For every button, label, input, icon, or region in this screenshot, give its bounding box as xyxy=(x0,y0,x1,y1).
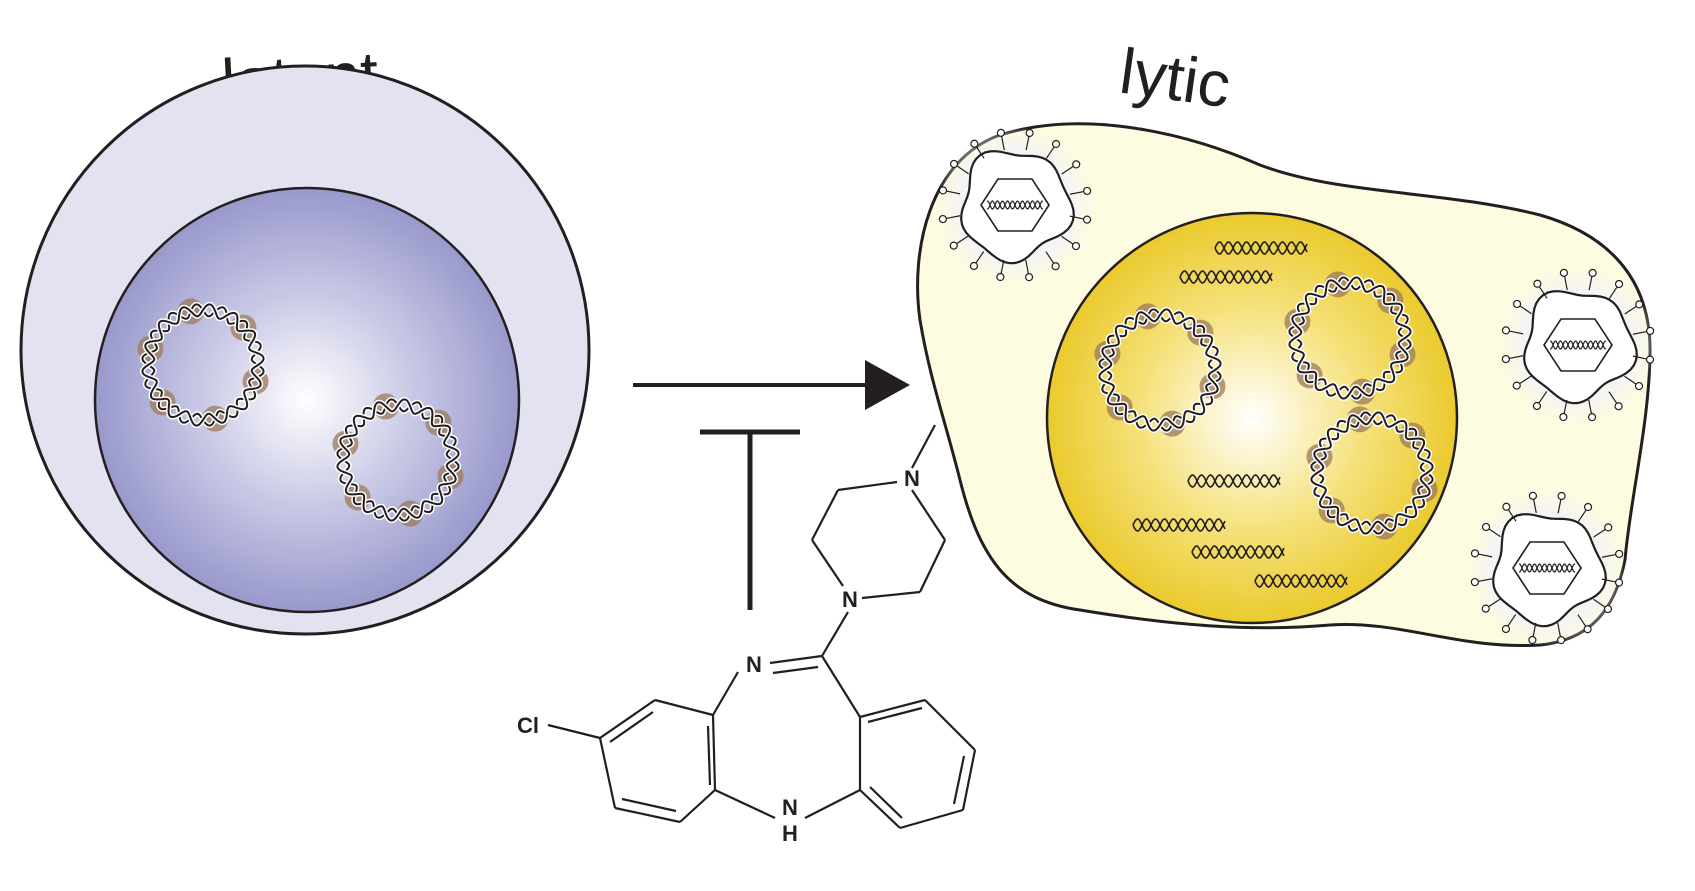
atom-nh-n: N xyxy=(782,795,798,820)
glycoprotein-spike xyxy=(1082,215,1092,224)
glycoprotein-spike xyxy=(1501,326,1511,335)
glycoprotein-spike xyxy=(1559,412,1568,422)
glycoprotein-spike xyxy=(1603,604,1613,614)
atom-cl: Cl xyxy=(517,713,539,738)
glycoprotein-spike xyxy=(1635,300,1644,309)
dna-strand xyxy=(1132,518,1226,532)
dna-strand xyxy=(1254,574,1348,588)
glycoprotein-spike xyxy=(1501,624,1511,634)
atom-labels: N N N Cl N H xyxy=(517,466,920,846)
dna-strand xyxy=(336,398,460,522)
glycoprotein-spike xyxy=(1532,401,1542,411)
dna-strand xyxy=(1214,241,1308,255)
linear-dna xyxy=(1187,474,1281,488)
dna-strand xyxy=(1214,241,1308,255)
glycoprotein-spike xyxy=(1559,268,1569,277)
virion xyxy=(1500,267,1656,423)
dna-strand xyxy=(1191,545,1285,559)
dna-strand xyxy=(1187,474,1281,488)
glycoprotein-spike xyxy=(1072,160,1081,169)
glycoprotein-spike xyxy=(949,159,959,169)
glycoprotein-spike xyxy=(1604,523,1613,532)
t-bar-inhibitor-icon xyxy=(700,429,800,610)
dna-strand xyxy=(1191,545,1285,559)
glycoprotein-spike xyxy=(969,261,979,271)
glycoprotein-spike xyxy=(938,186,948,195)
dna-strand xyxy=(1179,270,1273,284)
virion xyxy=(937,127,1093,283)
dna-strand xyxy=(1187,474,1281,488)
glycoprotein-spike xyxy=(1051,139,1061,149)
glycoprotein-spike xyxy=(1528,635,1537,645)
glycoprotein-spike xyxy=(1645,355,1655,364)
atom-n-piperazine: N xyxy=(842,587,858,612)
glycoprotein-spike xyxy=(1557,491,1566,501)
glycoprotein-spike xyxy=(949,241,958,250)
glycoprotein-spike xyxy=(1583,502,1593,512)
glycoprotein-spike xyxy=(996,272,1005,282)
atom-nh-h: H xyxy=(782,821,798,846)
glycoprotein-spike xyxy=(1634,381,1644,391)
glycoprotein-spike xyxy=(1051,262,1060,271)
linear-dna xyxy=(1254,574,1348,588)
episome xyxy=(332,393,464,527)
glycoprotein-spike xyxy=(1502,502,1511,511)
glycoprotein-spike xyxy=(1025,128,1034,138)
virion xyxy=(1469,490,1625,646)
episome xyxy=(1284,271,1416,405)
atom-n-imine: N xyxy=(746,652,762,677)
glycoprotein-spike xyxy=(1481,604,1490,613)
glycoprotein-spike xyxy=(1083,186,1092,196)
glycoprotein-spike xyxy=(1071,241,1081,251)
glycoprotein-spike xyxy=(1614,279,1624,289)
glycoprotein-spike xyxy=(1512,299,1522,309)
episome xyxy=(1306,406,1438,540)
glycoprotein-spike xyxy=(1646,326,1655,336)
glycoprotein-spike xyxy=(1587,413,1597,422)
linear-dna xyxy=(1214,241,1308,255)
glycoprotein-spike xyxy=(1583,625,1592,634)
episome xyxy=(137,298,269,432)
drug-molecule xyxy=(547,424,977,830)
dna-strand xyxy=(1179,270,1273,284)
dna-strand xyxy=(1132,518,1226,532)
glycoprotein-spike xyxy=(970,139,979,148)
glycoprotein-spike xyxy=(1528,491,1538,500)
lytic-cell xyxy=(916,122,1656,648)
linear-dna xyxy=(1179,270,1273,284)
glycoprotein-spike xyxy=(1501,354,1510,364)
glycoprotein-spike xyxy=(1614,578,1624,587)
glycoprotein-spike xyxy=(1470,549,1480,558)
glycoprotein-spike xyxy=(1588,268,1597,278)
linear-dna xyxy=(1132,518,1226,532)
glycoprotein-spike xyxy=(996,128,1006,137)
dna-strand xyxy=(141,303,265,427)
dna-strand xyxy=(1288,276,1412,400)
glycoprotein-spike xyxy=(1024,273,1034,282)
glycoprotein-spike xyxy=(1533,279,1542,288)
atom-n-methyl: N xyxy=(904,466,920,491)
latent-cell xyxy=(19,64,591,636)
dna-strand xyxy=(1098,308,1222,432)
dna-strand xyxy=(1310,411,1434,535)
glycoprotein-spike xyxy=(1512,381,1521,390)
glycoprotein-spike xyxy=(1556,636,1566,645)
lytic-label: lytic xyxy=(1116,35,1235,122)
glycoprotein-spike xyxy=(1614,402,1623,411)
episome xyxy=(1094,303,1226,437)
linear-dna xyxy=(1191,545,1285,559)
glycoprotein-spike xyxy=(1615,549,1624,559)
dna-strand xyxy=(1254,574,1348,588)
glycoprotein-spike xyxy=(938,214,947,224)
glycoprotein-spike xyxy=(1470,577,1479,587)
right-arrow-icon xyxy=(633,360,910,410)
glycoprotein-spike xyxy=(1481,522,1491,532)
